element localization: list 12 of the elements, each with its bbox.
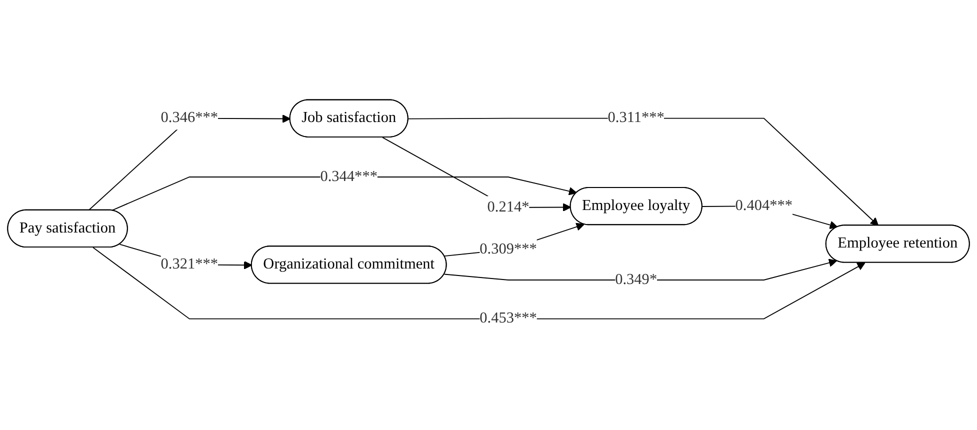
edge-label: 0.453*** <box>480 310 537 326</box>
edge-label: 0.309*** <box>480 240 537 258</box>
edge-label: 0.349* <box>615 271 658 288</box>
edge-label: 0.214* <box>487 198 530 216</box>
edge-label: 0.311*** <box>608 110 664 126</box>
edge-label: 0.344*** <box>320 168 378 185</box>
arrow <box>408 118 879 226</box>
arrow <box>92 247 866 320</box>
edge-label: 0.404*** <box>735 197 793 214</box>
edge-label: 0.321*** <box>160 256 218 272</box>
edge-label: 0.346*** <box>160 110 218 126</box>
arrow <box>444 258 838 280</box>
